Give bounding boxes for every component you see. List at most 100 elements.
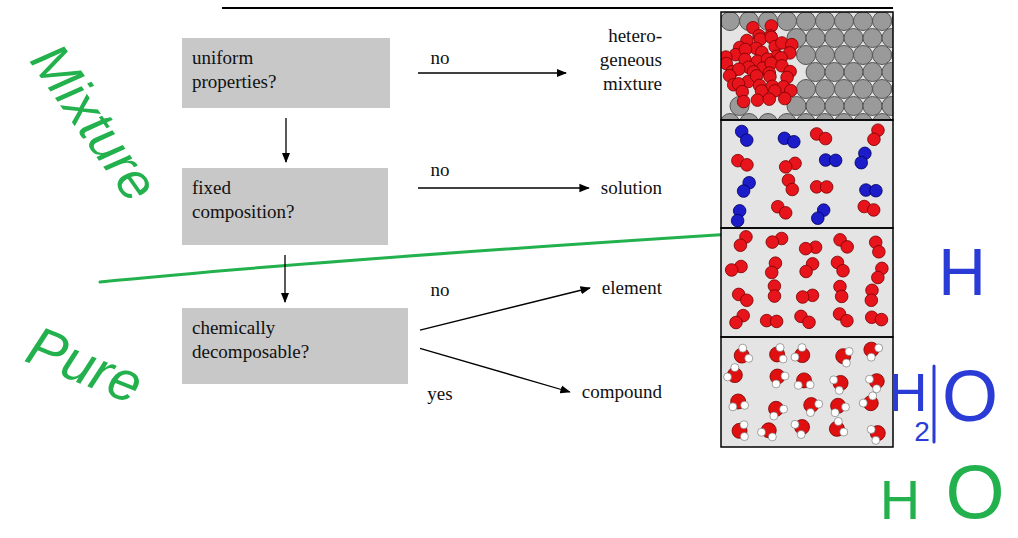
particle xyxy=(865,375,873,383)
panel-border xyxy=(721,120,893,228)
particle xyxy=(765,266,778,279)
particle xyxy=(778,92,791,105)
handwritten-note: 2 xyxy=(914,418,930,446)
panel-ground xyxy=(721,12,893,120)
particle xyxy=(729,403,737,411)
particle-panel xyxy=(731,124,884,227)
particle xyxy=(806,63,825,82)
particle xyxy=(779,355,787,363)
edge-label: yes xyxy=(424,383,455,405)
particle-panel xyxy=(721,12,893,120)
particle xyxy=(786,183,799,196)
particle xyxy=(731,214,744,227)
particle xyxy=(806,409,814,417)
particle xyxy=(873,46,892,65)
outcome-label: compound xyxy=(582,380,662,404)
particle xyxy=(780,405,788,413)
particle-panel xyxy=(725,231,888,329)
particle xyxy=(740,134,753,147)
panel-border xyxy=(721,228,893,337)
particle xyxy=(820,181,833,194)
particle xyxy=(873,80,892,99)
particle xyxy=(721,12,740,31)
particle xyxy=(816,114,835,121)
particle xyxy=(870,184,883,197)
particle xyxy=(835,12,854,31)
flow-arrow xyxy=(418,187,589,188)
particle xyxy=(867,353,875,361)
particle xyxy=(875,344,883,352)
particle xyxy=(842,359,850,367)
particle xyxy=(806,29,825,48)
particle xyxy=(741,401,749,409)
particle xyxy=(758,428,766,436)
particle xyxy=(737,95,750,108)
particle xyxy=(798,344,806,352)
particle xyxy=(834,418,842,426)
edge-label: no xyxy=(428,279,453,301)
particle xyxy=(854,46,873,65)
particle xyxy=(779,161,792,174)
particle xyxy=(797,430,805,438)
handwritten-note: H xyxy=(889,365,928,419)
particle xyxy=(797,46,816,65)
particle xyxy=(794,381,802,389)
particle xyxy=(835,290,848,303)
question-box: chemically decomposable? xyxy=(182,308,408,384)
flow-arrow xyxy=(285,118,286,162)
particle xyxy=(863,29,882,48)
flow-arrow xyxy=(418,72,566,73)
particle xyxy=(872,436,880,444)
particle xyxy=(791,420,799,428)
particle xyxy=(845,347,853,355)
particle xyxy=(770,315,783,328)
particle xyxy=(763,93,776,106)
particle xyxy=(788,135,801,148)
node-text: chemically decomposable? xyxy=(192,316,334,364)
particle xyxy=(841,314,854,327)
particle xyxy=(869,392,877,400)
particle xyxy=(825,63,844,82)
particle xyxy=(815,400,823,408)
particle xyxy=(830,376,838,384)
node-text: fixed composition? xyxy=(192,176,324,224)
particle xyxy=(816,80,835,99)
edge-label: no xyxy=(428,47,453,69)
particle xyxy=(740,114,759,121)
particle xyxy=(797,12,816,31)
particle xyxy=(873,114,892,121)
flow-arrow xyxy=(284,255,285,302)
particle xyxy=(778,12,797,31)
node-text: uniform properties? xyxy=(192,46,302,94)
particle xyxy=(797,114,816,121)
outcome-label: element xyxy=(602,276,662,300)
particle xyxy=(867,204,880,217)
particle xyxy=(730,316,743,329)
particle xyxy=(854,114,873,121)
particle xyxy=(873,385,881,393)
handwritten-note: H xyxy=(938,239,986,305)
particle xyxy=(739,344,747,352)
particle xyxy=(816,46,835,65)
question-box: uniform properties? xyxy=(182,38,390,108)
particle xyxy=(759,114,778,121)
particle xyxy=(725,264,738,277)
particle xyxy=(816,12,835,31)
particle xyxy=(835,114,854,121)
panel-border xyxy=(721,337,893,447)
particle xyxy=(751,94,764,107)
particle xyxy=(825,29,844,48)
outcome-label: solution xyxy=(601,176,662,200)
panel-ground xyxy=(721,337,893,447)
particle xyxy=(776,344,784,352)
particle xyxy=(854,12,873,31)
particle xyxy=(825,97,844,116)
particle xyxy=(863,63,882,82)
particle xyxy=(873,12,892,31)
particle xyxy=(873,246,886,259)
particle xyxy=(859,399,867,407)
particle xyxy=(844,97,863,116)
